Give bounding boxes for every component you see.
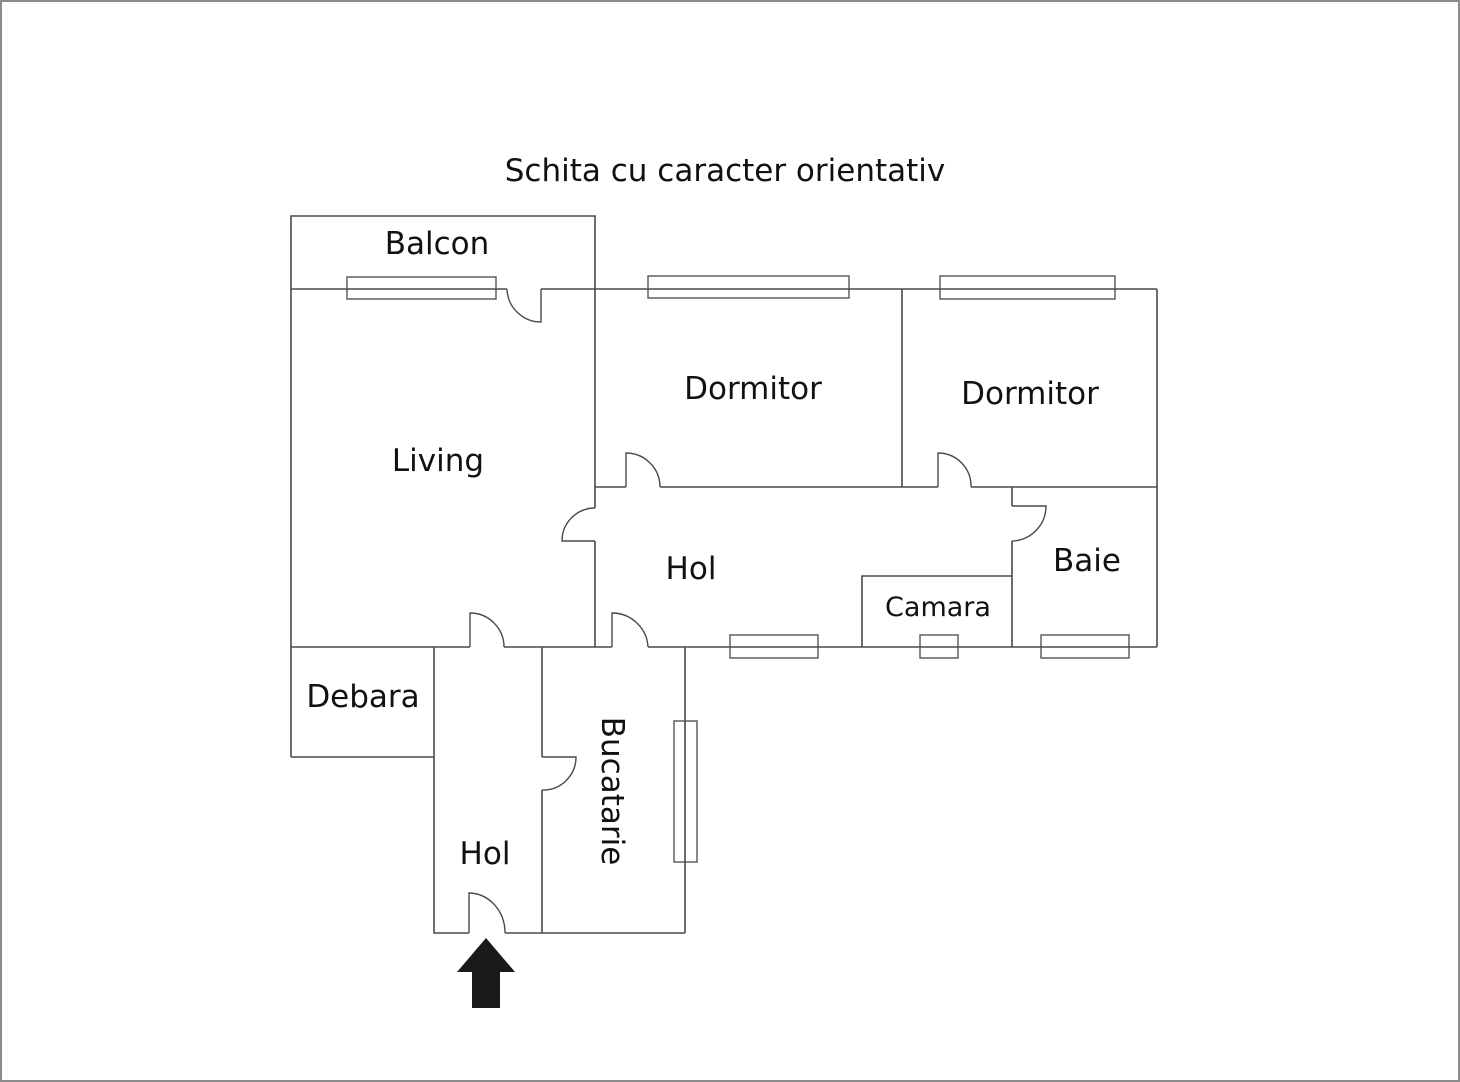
room-balcon [290,215,596,289]
window-dormitor-1 [647,275,850,299]
arrow-up-icon [457,938,515,1008]
label-dormitor-2: Dormitor [961,376,1099,412]
label-bucatarie: Bucatarie [594,717,630,866]
label-hol-main: Hol [666,551,717,587]
window-living [346,276,497,300]
door-baie [1011,505,1047,542]
label-baie: Baie [1053,543,1121,579]
door-balcon [506,288,542,323]
doors [468,288,1047,934]
door-living-hol [561,507,596,542]
label-dormitor-1: Dormitor [684,371,822,407]
window-dormitor-2 [939,275,1116,300]
door-living-entry [469,612,505,648]
label-camara: Camara [885,592,991,623]
label-debara: Debara [306,679,419,715]
door-hol-entry [611,612,649,648]
label-balcon: Balcon [385,226,490,262]
plan-title: Schita cu caracter orientativ [505,153,946,189]
door-entrance [468,892,506,934]
door-bucatarie [541,756,577,791]
label-hol-entry: Hol [460,836,511,872]
label-living: Living [392,443,484,479]
windows [346,275,1130,863]
door-dormitor-2 [937,452,972,488]
door-dormitor-1 [625,452,661,488]
